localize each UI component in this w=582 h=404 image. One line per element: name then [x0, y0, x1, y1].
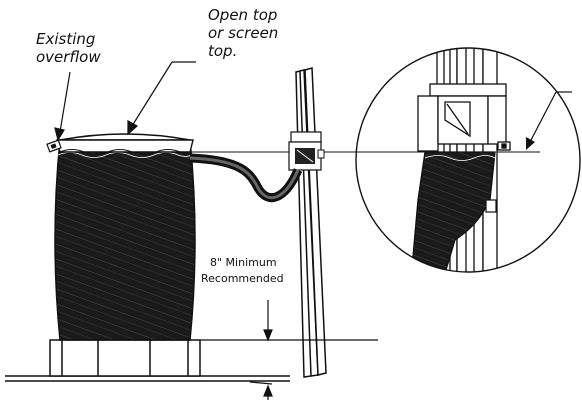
- top-label-line1: Open top: [208, 6, 278, 24]
- overflow-leader: [54, 71, 71, 142]
- top-leader: [127, 61, 196, 136]
- minimum-label-line1: 8" Minimum: [210, 256, 277, 269]
- diverter: [288, 131, 325, 171]
- overflow-fitting: [46, 139, 62, 153]
- downspout: [295, 67, 327, 378]
- detail-callout: [355, 47, 581, 273]
- overflow-label-line2: overflow: [36, 48, 101, 66]
- height-dimension: [200, 300, 378, 400]
- barrel-stand: [49, 339, 201, 377]
- top-label-line2: or screen: [208, 24, 279, 42]
- top-label-line3: top.: [208, 42, 238, 60]
- connecting-hose: [189, 153, 303, 203]
- overflow-label-line1: Existing: [36, 30, 96, 48]
- minimum-label-line2: Recommended: [201, 272, 284, 285]
- rain-barrel: [54, 133, 196, 341]
- barrel-open-top: [56, 139, 194, 155]
